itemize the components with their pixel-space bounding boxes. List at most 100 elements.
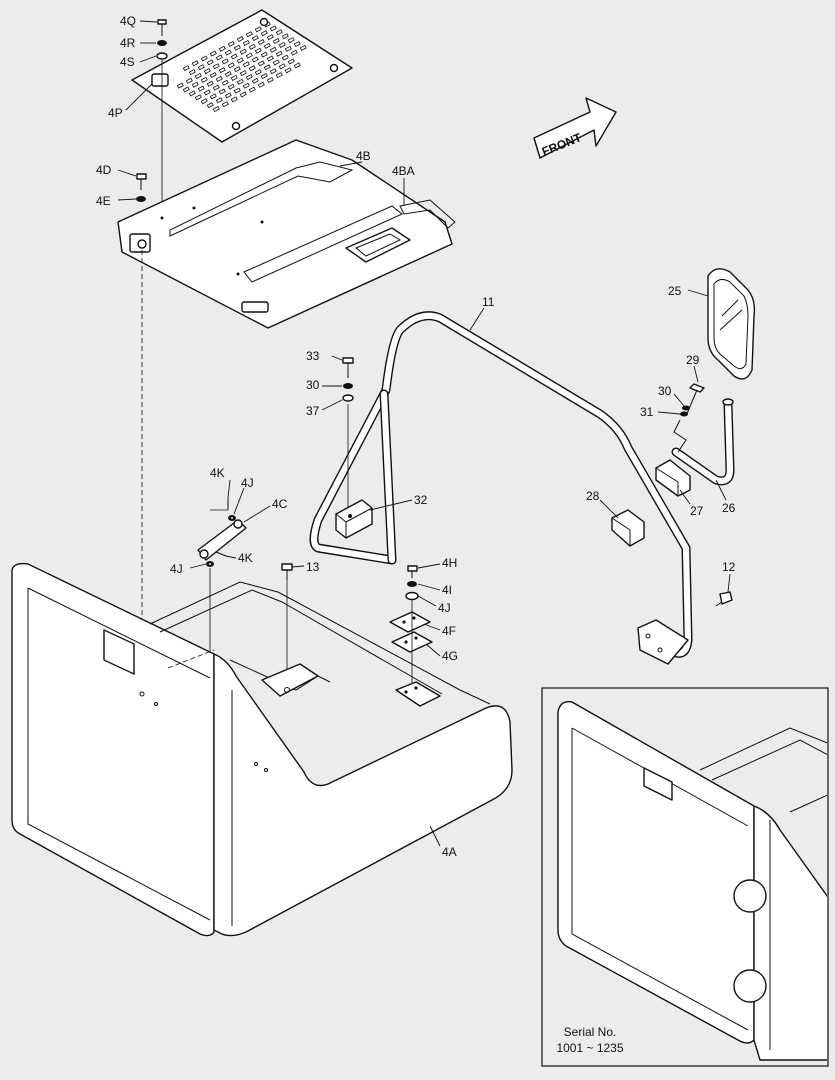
guard-bar-11: [309, 311, 693, 665]
grille-slot: [221, 101, 229, 108]
label-4H: 4H: [442, 556, 457, 570]
grille-slot: [254, 47, 262, 54]
grille-slot: [230, 53, 238, 60]
grille-slot: [194, 94, 202, 101]
grille-slot: [224, 49, 232, 56]
label-31: 31: [640, 405, 654, 419]
serial-caption-line1: Serial No.: [564, 1025, 617, 1039]
label-30-right: 30: [658, 384, 672, 398]
grille-slot: [251, 77, 259, 84]
label-4S: 4S: [120, 55, 135, 69]
grille-slot: [266, 34, 274, 41]
bolt-12: [715, 591, 733, 607]
grille-slot: [233, 66, 241, 73]
label-4K-top: 4K: [210, 466, 225, 480]
grille-slot: [266, 76, 274, 83]
label-4G: 4G: [442, 649, 458, 663]
grille-slot: [221, 79, 229, 86]
grille-slot: [203, 68, 211, 75]
grille-slot: [200, 55, 208, 62]
label-4I: 4I: [442, 583, 452, 597]
label-29: 29: [686, 353, 700, 367]
grille-slot: [260, 30, 268, 37]
grille-slot: [209, 93, 217, 100]
grille-slot: [245, 73, 253, 80]
grille-slot: [191, 60, 199, 67]
label-4Q: 4Q: [120, 14, 136, 28]
grille-slot: [272, 38, 280, 45]
grille-slot: [248, 65, 256, 72]
mirror-stay-26: [671, 398, 735, 486]
grille-slot: [197, 85, 205, 92]
grille-slot: [182, 86, 190, 93]
grille-slot: [233, 44, 241, 51]
grille-slot: [272, 59, 280, 66]
label-4A: 4A: [442, 845, 457, 859]
label-33: 33: [306, 349, 320, 363]
grille-slot: [227, 62, 235, 69]
grille-slot: [230, 96, 238, 103]
grille-slot: [260, 73, 268, 80]
grille-slot: [239, 91, 247, 98]
grille-slot: [239, 48, 247, 55]
label-4R: 4R: [120, 36, 136, 50]
grille-slot: [236, 78, 244, 85]
grille-slot: [194, 72, 202, 79]
frame-4A: [11, 562, 513, 937]
grille-slot: [251, 35, 259, 42]
grille-slot: [206, 80, 214, 87]
grille-slot: [209, 50, 217, 57]
label-37: 37: [306, 404, 320, 418]
hardware-33-30-37: [342, 357, 354, 402]
grille-slot: [245, 52, 253, 59]
grille-slot: [209, 71, 217, 78]
grille-slot: [257, 38, 265, 45]
grille-slot: [239, 70, 247, 77]
label-4BA: 4BA: [392, 164, 415, 178]
label-28: 28: [586, 489, 600, 503]
grille-slot: [242, 82, 250, 89]
grille-slot: [185, 77, 193, 84]
label-4P: 4P: [108, 106, 123, 120]
label-32: 32: [414, 493, 428, 507]
grille-slot: [236, 36, 244, 43]
grille-slot: [242, 39, 250, 46]
grille-slot: [206, 59, 214, 66]
grille-slot: [206, 102, 214, 109]
label-4B: 4B: [356, 149, 371, 163]
label-13: 13: [306, 560, 320, 574]
grille-slot: [200, 98, 208, 105]
label-26: 26: [722, 501, 736, 515]
grille-slot: [251, 56, 259, 63]
grille-slot: [182, 65, 190, 72]
part-labels: 4Q 4R 4S 4P 4D 4E 4B 4BA 11 25 29 30 31 …: [96, 14, 736, 859]
grille-slot: [257, 81, 265, 88]
grille-slot: [191, 81, 199, 88]
grille-slot: [233, 87, 241, 94]
label-30-left: 30: [306, 378, 320, 392]
grille-slot: [248, 43, 256, 50]
grille-slot: [203, 89, 211, 96]
label-4J-bottom: 4J: [170, 562, 183, 576]
mirror-25: [707, 268, 756, 380]
grille-slot: [275, 29, 283, 36]
grille-slot: [188, 90, 196, 97]
grille-slot: [290, 49, 298, 56]
hardware-29-30-31: [673, 383, 705, 453]
bracket-32: [335, 404, 373, 539]
hardware-4H-4I-4J-4F-4G: [389, 565, 433, 690]
grille-slot: [242, 61, 250, 68]
label-4K-bottom: 4K: [238, 551, 253, 565]
label-4J-right: 4J: [438, 601, 451, 615]
grille-slot: [218, 45, 226, 52]
hardware-4D-4E: [136, 173, 147, 700]
front-direction-arrow: FRONT: [533, 97, 617, 159]
label-4D: 4D: [96, 163, 112, 177]
grille-slot: [275, 50, 283, 57]
hardware-4Q-4R-4S: [156, 19, 168, 218]
grille-slot: [236, 57, 244, 64]
grille-slot: [287, 58, 295, 65]
grille-slot: [224, 71, 232, 78]
grille-slot: [293, 62, 301, 69]
grille-slot: [221, 58, 229, 65]
